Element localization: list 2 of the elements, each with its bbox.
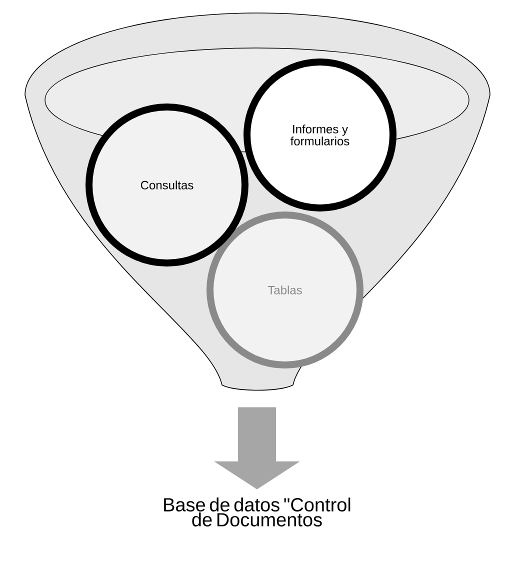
caption-text: Base de datos "Control de Documentos	[164, 498, 350, 526]
block-arrow	[214, 407, 300, 490]
